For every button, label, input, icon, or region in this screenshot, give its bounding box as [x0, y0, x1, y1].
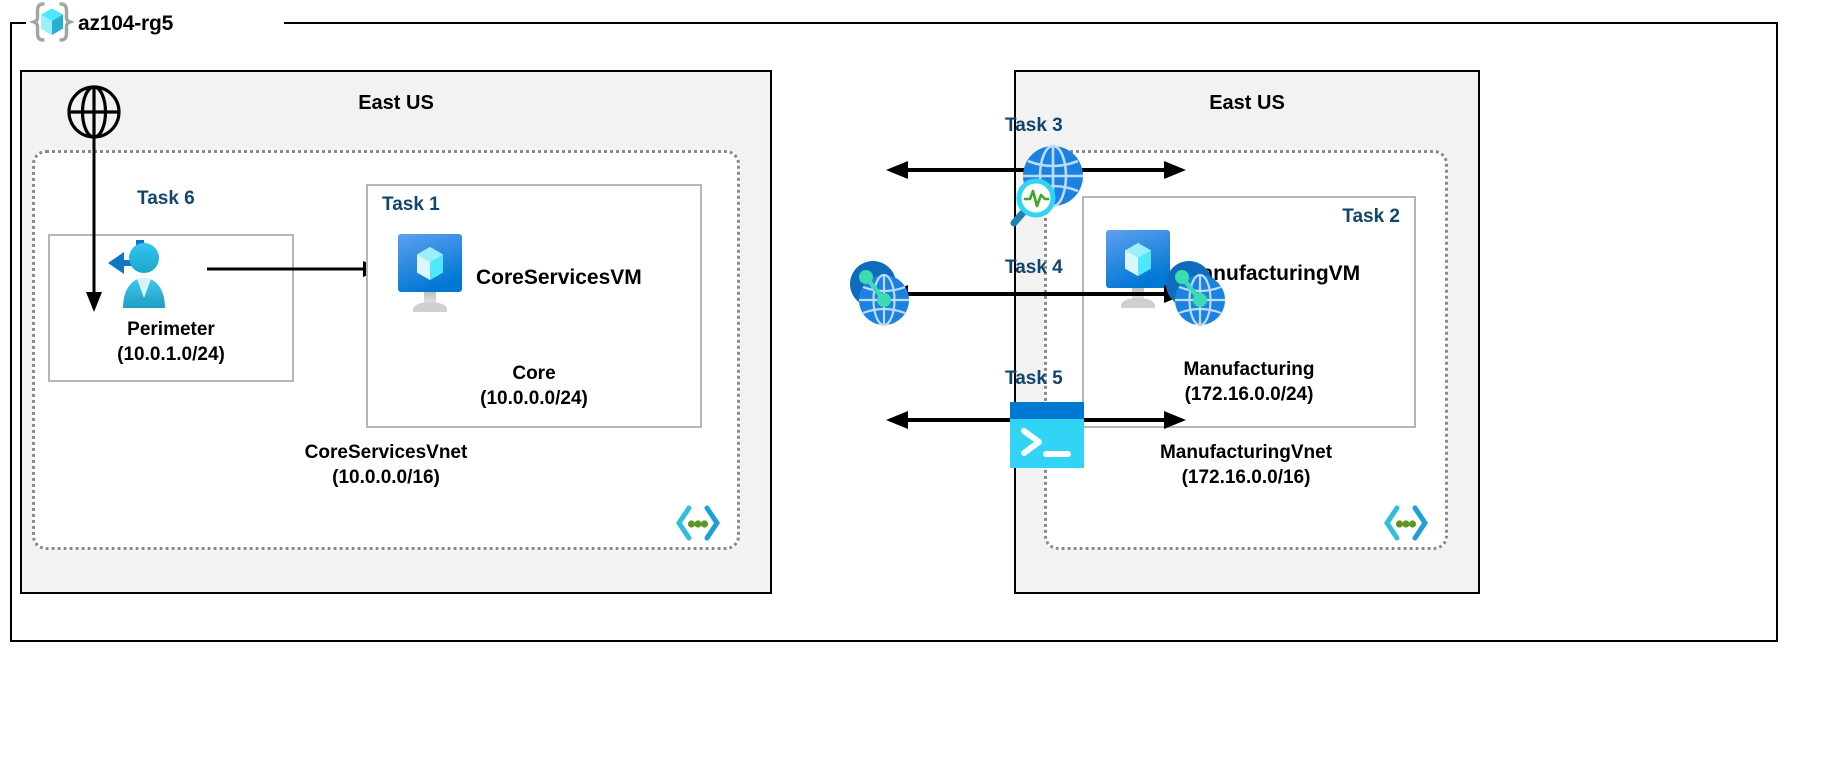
vnet-code-icon	[1381, 500, 1431, 551]
subnet-box-manufacturing: Task 2 Manufacturing (172.16.0.0/24)	[1082, 196, 1416, 428]
subnet-address-core: (10.0.0.0/24)	[480, 388, 588, 410]
vnet-address-core-services: (10.0.0.0/16)	[332, 467, 440, 489]
vnet-peering-icon	[1162, 258, 1230, 335]
task-label-6: Task 6	[137, 188, 195, 209]
vnet-code-icon	[673, 500, 723, 551]
region-title-left: East US	[358, 92, 434, 114]
subnet-caption-core: Core (10.0.0.0/24)	[368, 361, 700, 412]
task-label-2: Task 2	[1342, 206, 1400, 227]
task-label-1: Task 1	[382, 194, 440, 215]
resource-group-frame	[10, 22, 1778, 642]
subnet-address-manufacturing: (172.16.0.0/24)	[1184, 384, 1314, 406]
subnet-caption-manufacturing: Manufacturing (172.16.0.0/24)	[1084, 357, 1414, 408]
task-label-4: Task 4	[1005, 257, 1063, 278]
region-title-right: East US	[1209, 92, 1285, 114]
vm-name-core-services: CoreServicesVM	[476, 265, 642, 289]
subnet-name-perimeter: Perimeter	[127, 318, 215, 340]
subnet-name-manufacturing: Manufacturing	[1183, 358, 1315, 380]
vnet-name-manufacturing: ManufacturingVnet	[1159, 441, 1333, 463]
virtual-machine-icon	[396, 232, 464, 323]
resource-group-name: az104-rg5	[78, 12, 174, 35]
task-label-5: Task 5	[1005, 368, 1063, 389]
vnet-peering-icon	[846, 258, 914, 335]
subnet-caption-perimeter: Perimeter (10.0.1.0/24)	[50, 317, 292, 368]
subnet-name-core: Core	[512, 362, 556, 384]
vnet-name-core-services: CoreServicesVnet	[304, 441, 468, 463]
resource-group-label: az104-rg5	[28, 0, 174, 49]
subnet-box-perimeter: Perimeter (10.0.1.0/24)	[48, 234, 294, 382]
vnet-caption-manufacturing: ManufacturingVnet (172.16.0.0/16)	[1047, 440, 1445, 491]
vm-name-manufacturing: ManufacturingVM	[1184, 261, 1361, 285]
vm-row-core-services: CoreServicesVM	[396, 232, 642, 323]
azure-resource-group-icon	[28, 0, 76, 49]
network-watcher-icon	[1000, 143, 1088, 234]
vnet-address-manufacturing: (172.16.0.0/16)	[1181, 467, 1311, 489]
cloud-shell-icon	[1010, 402, 1084, 473]
user-bastion-icon	[96, 236, 180, 321]
vnet-caption-core-services: CoreServicesVnet (10.0.0.0/16)	[35, 440, 737, 491]
subnet-address-perimeter: (10.0.1.0/24)	[117, 344, 225, 366]
task-label-3: Task 3	[1005, 115, 1063, 136]
